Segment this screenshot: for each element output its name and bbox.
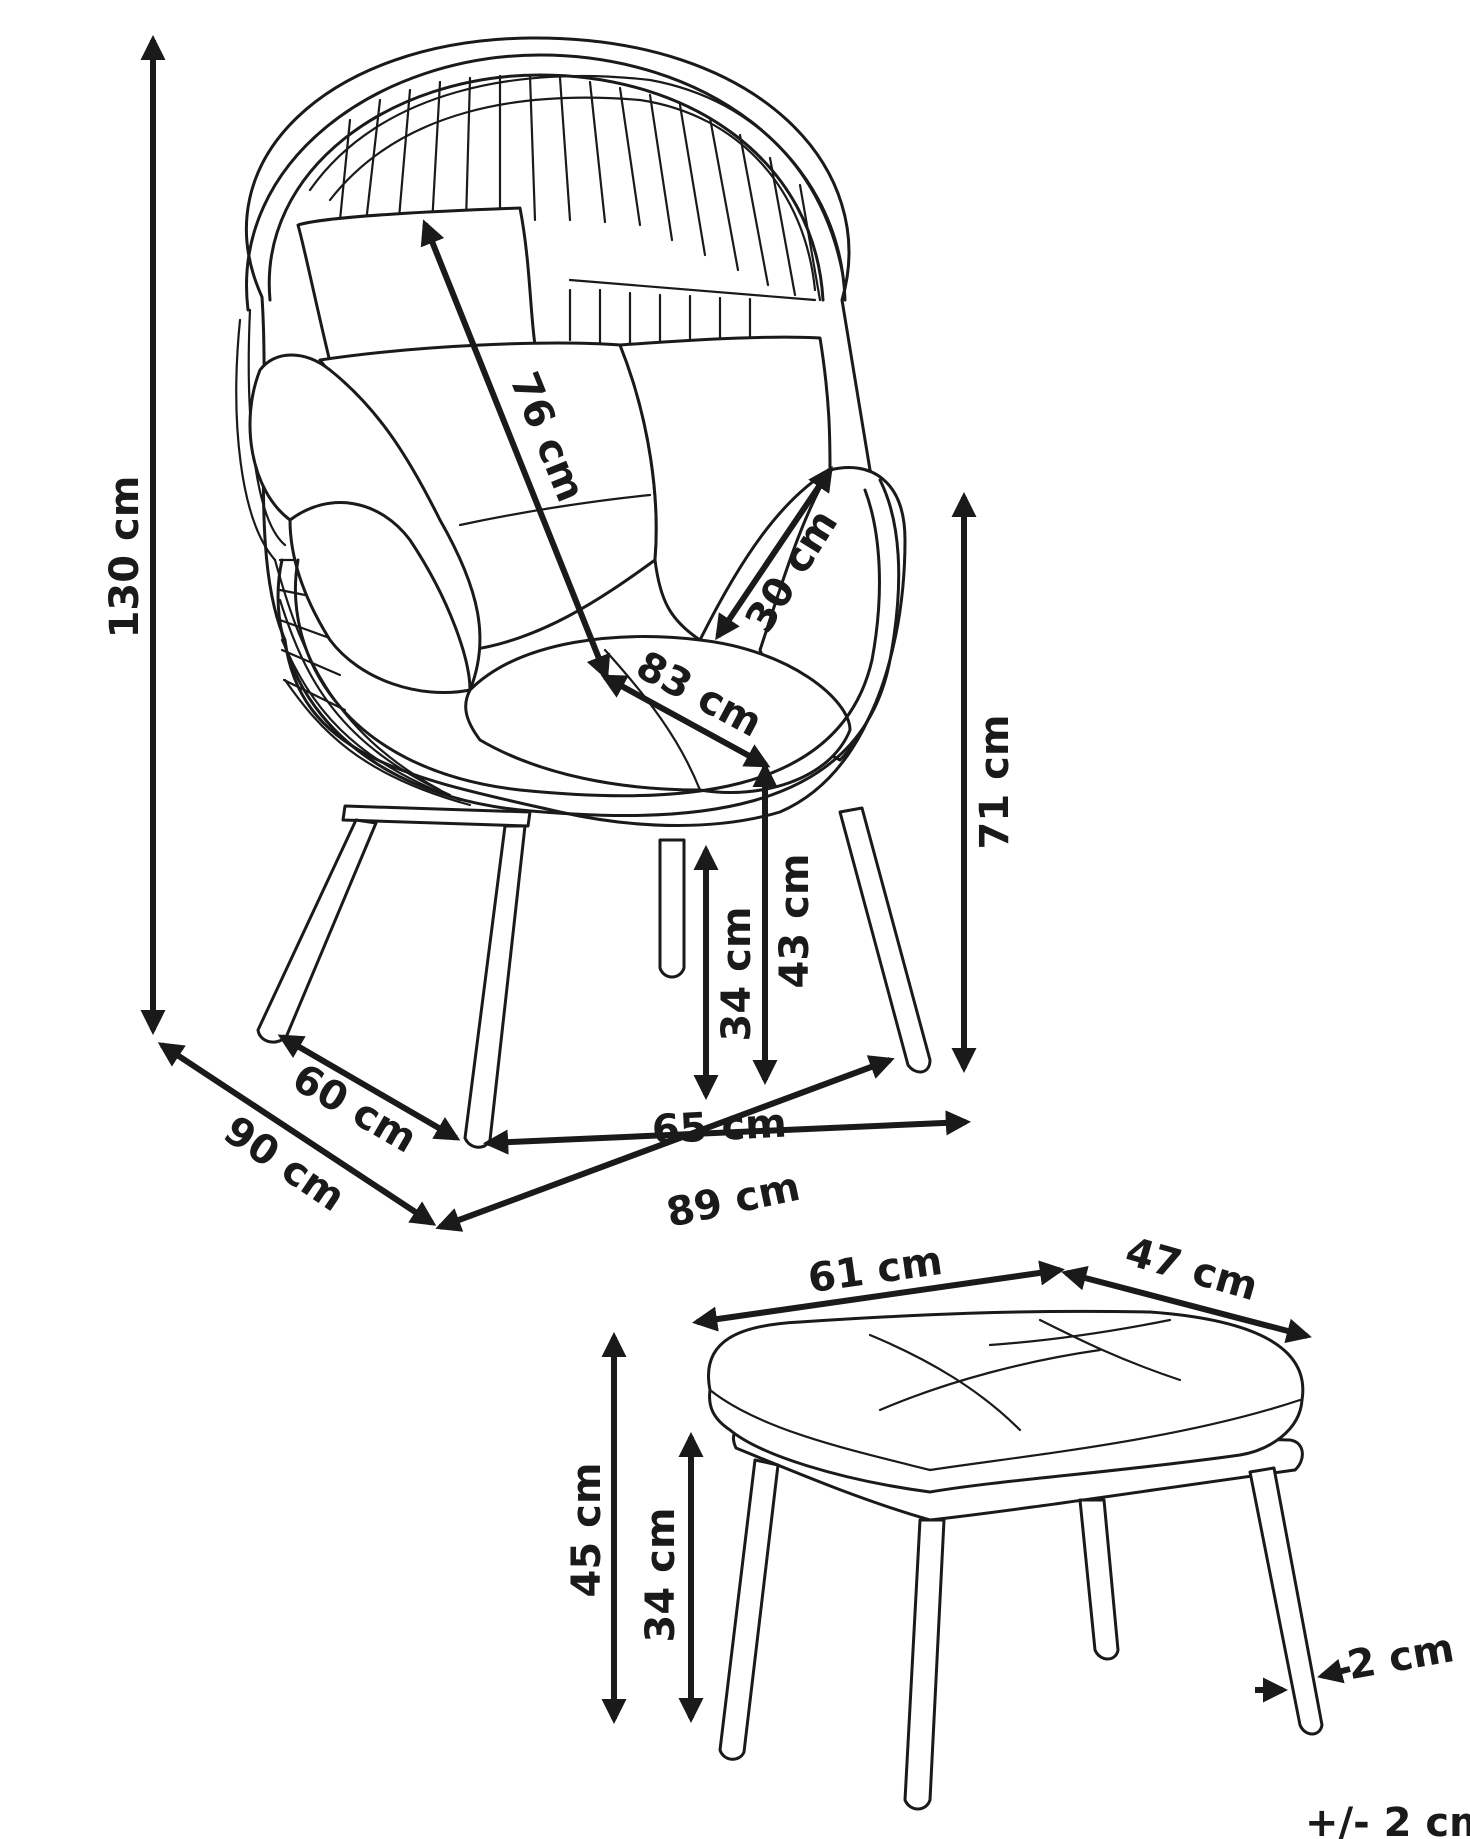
label-leg-diameter: 2 cm — [1344, 1625, 1458, 1689]
dim-line-chair-depth — [157, 1042, 437, 1226]
dim-line-leg-diameter-right — [1317, 1658, 1351, 1684]
label-seat-inner: 34 cm — [714, 907, 760, 1042]
label-seat-outer: 43 cm — [772, 854, 818, 989]
label-tolerance: +/- 2 cm — [1305, 1800, 1470, 1839]
dim-line-armrest — [715, 465, 833, 641]
ottoman-drawing — [707, 1309, 1324, 1811]
dim-line-ottoman-width — [692, 1260, 1065, 1332]
chair-drawing — [235, 36, 932, 1149]
label-ottoman-frame: 34 cm — [638, 1508, 684, 1643]
label-chair-height: 130 cm — [102, 476, 148, 639]
label-ottoman-width: 61 cm — [805, 1238, 945, 1302]
label-back-height: 71 cm — [972, 715, 1018, 850]
label-ottoman-height: 45 cm — [564, 1463, 610, 1598]
dimension-lines — [140, 34, 1351, 1725]
dim-line-seat-depth — [600, 674, 771, 768]
label-chair-width: 89 cm — [662, 1164, 804, 1237]
label-leg-width: 65 cm — [651, 1101, 788, 1154]
dim-line-backrest — [420, 219, 611, 681]
label-ottoman-depth: 47 cm — [1120, 1229, 1262, 1310]
dim-line-chair-width — [435, 1055, 895, 1232]
dim-line-ottoman-depth — [1061, 1265, 1312, 1344]
